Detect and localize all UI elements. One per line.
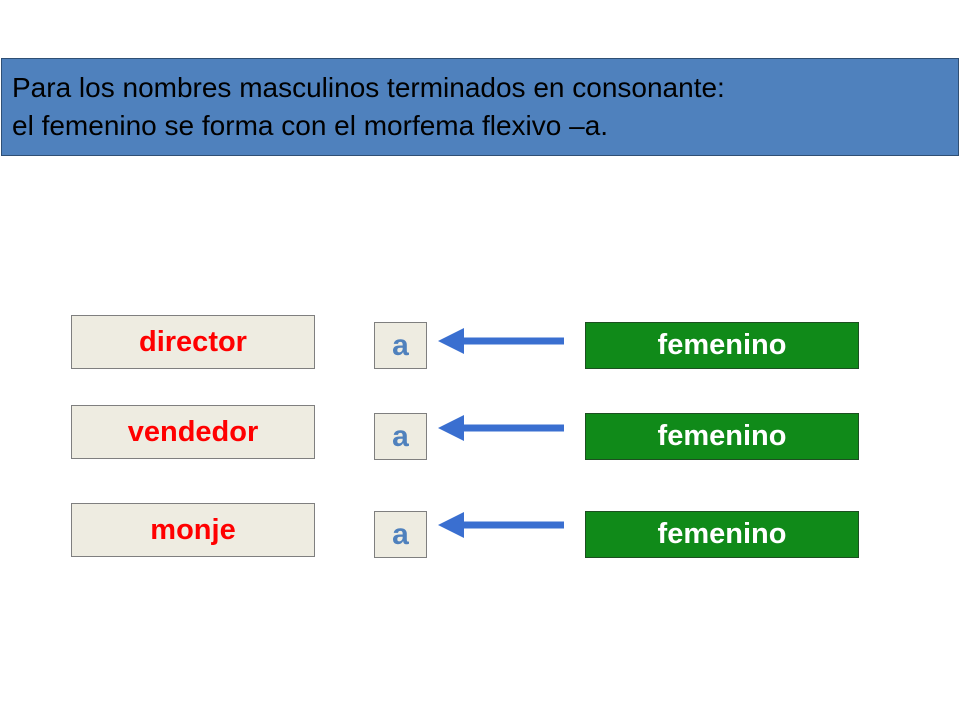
gender-box-femenino: femenino: [585, 511, 859, 558]
suffix-box: a: [374, 511, 427, 558]
gender-label: femenino: [657, 518, 787, 550]
word-box-director: director: [71, 315, 315, 369]
suffix-label: a: [392, 517, 409, 551]
title-banner: Para los nombres masculinos terminados e…: [1, 58, 959, 156]
word-label: vendedor: [127, 415, 259, 448]
word-label: director: [139, 325, 247, 358]
gender-box-femenino: femenino: [585, 413, 859, 460]
suffix-box: a: [374, 322, 427, 369]
left-arrow-icon: [438, 328, 564, 354]
left-arrow-icon: [438, 415, 564, 441]
title-line-2: el femenino se forma con el morfema flex…: [12, 110, 609, 141]
title-line-1: Para los nombres masculinos terminados e…: [12, 72, 725, 103]
suffix-label: a: [392, 419, 409, 453]
gender-label: femenino: [657, 420, 787, 452]
gender-label: femenino: [657, 329, 787, 361]
suffix-label: a: [392, 328, 409, 362]
gender-box-femenino: femenino: [585, 322, 859, 369]
word-box-monje: monje: [71, 503, 315, 557]
suffix-box: a: [374, 413, 427, 460]
left-arrow-icon: [438, 512, 564, 538]
word-label: monje: [150, 513, 236, 546]
word-box-vendedor: vendedor: [71, 405, 315, 459]
